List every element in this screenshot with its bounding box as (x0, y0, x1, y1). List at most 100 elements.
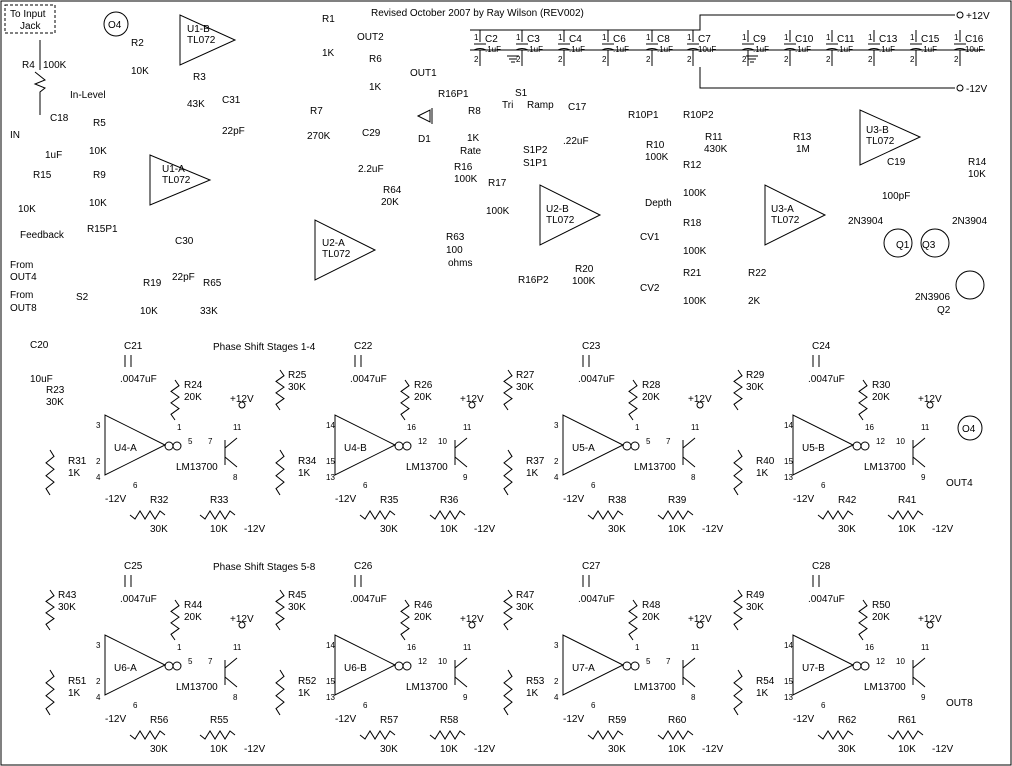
stage-pin-number: 7 (208, 437, 213, 446)
stage-pin-number: 6 (363, 701, 368, 710)
svg-text:U1-A: U1-A (162, 164, 185, 175)
stage-ota-symbol (104, 634, 167, 696)
stage-cap-value: .0047uF (808, 594, 845, 605)
svg-text:10K: 10K (18, 204, 36, 215)
stage-buffer-transistor (682, 657, 696, 688)
decoupling-cap-ref: C13 (879, 34, 898, 45)
stage-cap-value: .0047uF (808, 374, 845, 385)
stage-buffer-circle-a (852, 661, 862, 671)
plus12-terminal[interactable] (956, 11, 964, 19)
stage-pin-number: 9 (921, 473, 926, 482)
stage-pin-number: 5 (188, 437, 193, 446)
r8-value: 1K (467, 133, 480, 144)
stage-buffer-circle-b (402, 661, 412, 671)
minus12-terminal[interactable] (956, 84, 964, 92)
stage-buffer-circle-a (622, 441, 632, 451)
svg-text:TL072: TL072 (322, 249, 351, 260)
r17-ref: R17 (488, 178, 507, 189)
stage-minus12-a-label: -12V (105, 714, 126, 725)
stage-pin-number: 15 (784, 457, 793, 466)
stage-ground-resistor (503, 369, 513, 411)
stage-pin-number: 10 (896, 437, 905, 446)
svg-text:TL072: TL072 (771, 215, 800, 226)
stage-cap-ref: C22 (354, 341, 373, 352)
stages-5-8-title: Phase Shift Stages 5-8 (213, 562, 316, 573)
decoupling-pin-1: 1 (826, 33, 831, 42)
decoupling-cap-ref: C7 (698, 34, 711, 45)
r14-ref: R14 (968, 157, 987, 168)
stage-minus12-a-label: -12V (563, 494, 584, 505)
stage-feedback-resistor-value: 20K (642, 612, 660, 623)
out1-label: OUT1 (410, 68, 437, 79)
stage-cap-symbol (124, 355, 132, 367)
r65-ref: R65 (203, 278, 222, 289)
r3-ref: R3 (193, 72, 206, 83)
stage-pin-number: 3 (96, 641, 101, 650)
stage-bias-resistor-1 (359, 510, 396, 520)
stage-pin-number: 2 (96, 677, 101, 686)
stage-cap-value: .0047uF (120, 594, 157, 605)
stage-feedback-resistor (858, 599, 868, 641)
stage-minus12-a-label: -12V (335, 714, 356, 725)
decoupling-pin-2: 2 (826, 55, 831, 64)
stage-plus12-terminal (696, 621, 704, 629)
stage-ota-part: LM13700 (176, 682, 218, 693)
stage-buffer-transistor (454, 657, 468, 688)
stage-minus12-a-label: -12V (563, 714, 584, 725)
decoupling-cap-ref: C10 (795, 34, 814, 45)
r16-value: 100K (454, 174, 478, 185)
stage-bias-resistor-2 (429, 510, 466, 520)
r16p2-label: R16P2 (518, 275, 549, 286)
stage-minus12-b-label: -12V (932, 744, 953, 755)
stage-ota-ref: U4-B (344, 443, 367, 454)
power-decoupling-bank: C2.1uF12C3.1uF12C4.1uF12C6.1uF12C8.1uF12… (473, 30, 984, 66)
stage-ota-ref: U6-B (344, 663, 367, 674)
stage-ground-resistor-ref: R43 (58, 590, 77, 601)
stage-ota-part: LM13700 (864, 462, 906, 473)
stage-input-resistor-ref: R34 (298, 456, 317, 467)
decoupling-pin-2: 2 (516, 55, 521, 64)
stage-input-resistor-value: 1K (68, 468, 81, 479)
stage-pin-number: 15 (784, 677, 793, 686)
stage-minus12-b-label: -12V (244, 744, 265, 755)
stage-bias-resistor-1-value: 30K (608, 524, 626, 535)
stage-pin-number: 11 (691, 423, 700, 432)
svg-text:R4: R4 (22, 60, 35, 71)
decoupling-ground-right (746, 55, 758, 63)
stage-ota-part: LM13700 (406, 462, 448, 473)
svg-text:R15P1: R15P1 (87, 224, 118, 235)
stage-pin-number: 12 (418, 437, 427, 446)
svg-text:D1: D1 (418, 134, 431, 145)
stage-feedback-resistor (170, 379, 180, 421)
stage-plus12-label: +12V (918, 614, 942, 625)
stage-ota-part: LM13700 (634, 682, 676, 693)
stage-pin-number: 5 (646, 437, 651, 446)
stage-ota-ref: U4-A (114, 443, 137, 454)
stage-pin-number: 14 (784, 641, 793, 650)
stage-buffer-transistor (912, 657, 926, 688)
stage-pin-number: 16 (407, 423, 416, 432)
stage-feedback-resistor-ref: R28 (642, 380, 661, 391)
stage-pin-number: 14 (784, 421, 793, 430)
stage-input-resistor (503, 449, 513, 496)
stage-bias-resistor-2 (657, 510, 694, 520)
stage-bias-resistor-2-value: 10K (440, 744, 458, 755)
decoupling-pin-2: 2 (602, 55, 607, 64)
r12-ref: R12 (683, 160, 702, 171)
decoupling-cap-ref: C2 (485, 34, 498, 45)
stage-pin-number: 6 (591, 701, 596, 710)
stage-bias-resistor-1-ref: R32 (150, 495, 169, 506)
stage-pin-number: 5 (188, 657, 193, 666)
stage-minus12-b-label: -12V (474, 524, 495, 535)
stage-pin-number: 6 (363, 481, 368, 490)
c31-value: 22pF (222, 126, 245, 137)
plus12-terminal-label: +12V (966, 11, 990, 22)
stage-bias-resistor-2-ref: R55 (210, 715, 229, 726)
stage-plus12-terminal (468, 621, 476, 629)
stage-pin-number: 1 (177, 643, 182, 652)
decoupling-pin-1: 1 (868, 33, 873, 42)
r11-ref: R11 (705, 132, 723, 143)
stage-buffer-circle-b (402, 441, 412, 451)
